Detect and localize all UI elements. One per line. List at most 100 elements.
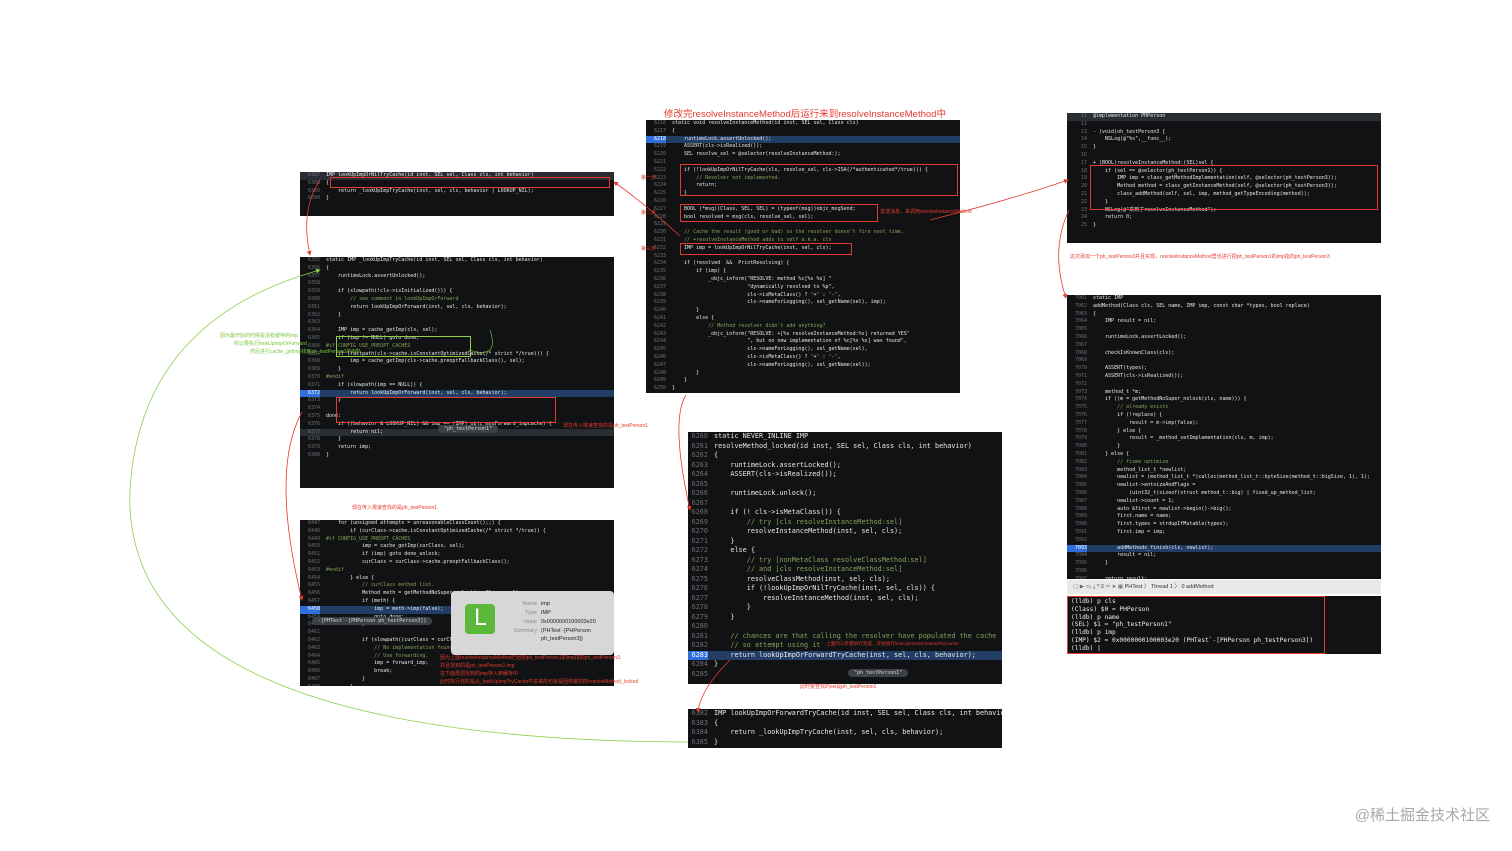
line-number[interactable]: 6379 (307, 444, 320, 451)
line-number[interactable]: 7071 (1074, 372, 1087, 379)
line-number[interactable]: 7088 (1074, 505, 1087, 512)
line-number[interactable]: 7087 (1074, 497, 1087, 504)
line-number[interactable]: 11 (1080, 113, 1087, 119)
line-number[interactable]: 6232 (653, 244, 666, 251)
line-number[interactable]: 6374 (307, 405, 320, 412)
line-number[interactable]: 7063 (1074, 310, 1087, 317)
line-number[interactable]: 7075 (1074, 404, 1087, 411)
line-number[interactable]: 6452 (307, 558, 320, 565)
debug-toolbar[interactable]: ▢ ▶ ⤼ ⤓ ⤒ ⌸ ✂ ➤ ▦ PHTest 〉 Thread 1 〉 0 … (1067, 580, 1381, 594)
line-number[interactable]: 6220 (653, 151, 666, 158)
line-number[interactable]: 6360 (307, 295, 320, 302)
line-number[interactable]: 7094 (1074, 552, 1087, 559)
line-number[interactable]: 6468 (300, 684, 320, 686)
line-number[interactable]: 22 (1080, 198, 1087, 205)
line-number[interactable]: 6250 (653, 385, 666, 392)
line-number[interactable]: 7086 (1074, 489, 1087, 496)
value-pill[interactable]: -[PHTest`-[PHPerson ph_testPerson3]] (312, 617, 433, 625)
line-number[interactable]: 6262 (691, 451, 708, 459)
line-number[interactable]: 6364 (307, 327, 320, 334)
line-number[interactable]: 6224 (653, 182, 666, 189)
line-number[interactable]: 7069 (1074, 357, 1087, 364)
line-number[interactable]: 6270 (691, 527, 708, 535)
line-number[interactable]: 6261 (691, 441, 708, 450)
line-number[interactable]: 6366 (307, 342, 320, 349)
line-number[interactable]: 7068 (1074, 349, 1087, 356)
line-number[interactable]: 6454 (307, 574, 320, 581)
line-number[interactable]: 6248 (653, 369, 666, 376)
line-number[interactable]: 6276 (691, 584, 708, 592)
line-number[interactable]: 6284 (691, 660, 708, 668)
line-number[interactable]: 6267 (691, 498, 708, 507)
line-number[interactable]: 6241 (653, 314, 666, 321)
line-number[interactable]: 6260 (691, 432, 708, 440)
line-number[interactable]: 6266 (691, 489, 708, 497)
line-number[interactable]: 6217 (653, 127, 666, 134)
line-number[interactable]: 6453 (307, 566, 320, 573)
line-number[interactable]: 6457 (307, 597, 320, 604)
line-number[interactable]: 6221 (653, 158, 666, 165)
line-number[interactable]: 6356 (307, 264, 320, 271)
line-number[interactable]: 7076 (1074, 411, 1087, 418)
line-number[interactable]: 18 (1080, 167, 1087, 174)
line-number[interactable]: 6385 (691, 737, 708, 746)
line-number[interactable]: 7065 (1074, 326, 1087, 333)
line-number[interactable]: 6465 (307, 660, 320, 667)
line-number[interactable]: 6281 (691, 631, 708, 640)
line-number[interactable]: 6357 (307, 272, 320, 279)
debug-icons[interactable]: ▢ ▶ ⤼ ⤓ ⤒ ⌸ ✂ ➤ ▦ (1073, 584, 1125, 590)
line-number[interactable]: 6355 (307, 257, 320, 263)
line-number[interactable]: 7072 (1074, 380, 1087, 387)
line-number[interactable]: 6380 (307, 451, 320, 458)
line-number[interactable]: 6265 (691, 479, 708, 488)
line-number[interactable]: 7097 (1074, 575, 1087, 579)
line-number[interactable]: 7091 (1074, 528, 1087, 535)
line-number[interactable]: 21 (1080, 190, 1087, 197)
line-number[interactable]: 6271 (691, 536, 708, 545)
line-number[interactable]: 6223 (653, 174, 666, 181)
line-number[interactable]: 6464 (307, 652, 320, 659)
line-number[interactable]: 6456 (307, 590, 320, 597)
line-number[interactable]: 6447 (307, 520, 320, 526)
line-number[interactable]: 6263 (691, 460, 708, 469)
line-number[interactable]: 15 (1080, 144, 1087, 151)
value-pill[interactable]: "ph_testPerson1" (438, 425, 499, 433)
line-number[interactable]: 6228 (653, 213, 666, 220)
line-number[interactable]: 7064 (1074, 318, 1087, 325)
line-number[interactable]: 16 (1080, 151, 1087, 158)
line-number[interactable]: 6377 (307, 428, 320, 435)
line-number[interactable]: 6234 (653, 260, 666, 267)
line-number[interactable]: 7078 (1074, 427, 1087, 434)
line-number[interactable]: 20 (1080, 183, 1087, 190)
line-number[interactable]: 6249 (653, 377, 666, 384)
line-number[interactable]: 7090 (1074, 521, 1087, 528)
line-number[interactable]: 6226 (653, 197, 666, 204)
line-number[interactable]: 6361 (307, 303, 320, 310)
line-number[interactable]: 7082 (1074, 458, 1087, 465)
line-number[interactable]: 7085 (1074, 482, 1087, 489)
line-number[interactable]: 6245 (653, 346, 666, 353)
line-number[interactable]: 12 (1080, 120, 1087, 127)
line-number[interactable]: 7095 (1074, 560, 1087, 567)
line-number[interactable]: 6275 (691, 574, 708, 583)
line-number[interactable]: 6450 (307, 543, 320, 550)
line-number[interactable]: 6269 (691, 517, 708, 526)
line-number[interactable]: 7079 (1074, 435, 1087, 442)
line-number[interactable]: 6247 (653, 361, 666, 368)
line-number[interactable]: 7061 (1074, 295, 1087, 301)
line-number[interactable]: 7066 (1074, 333, 1087, 340)
line-number[interactable]: 6449 (307, 535, 320, 542)
line-number[interactable]: 6359 (307, 288, 320, 295)
line-number[interactable]: 6458 (300, 605, 320, 614)
line-number[interactable]: 7081 (1074, 450, 1087, 457)
line-number[interactable]: 6373 (307, 397, 320, 404)
line-number[interactable]: 7073 (1074, 388, 1087, 395)
line-number[interactable]: 6371 (307, 381, 320, 388)
line-number[interactable]: 6243 (653, 330, 666, 337)
line-number[interactable]: 17 (1080, 159, 1087, 166)
line-number[interactable]: 6235 (653, 268, 666, 275)
line-number[interactable]: 6237 (653, 283, 666, 290)
line-number[interactable]: 6229 (653, 221, 666, 228)
line-number[interactable]: 13 (1080, 128, 1087, 135)
